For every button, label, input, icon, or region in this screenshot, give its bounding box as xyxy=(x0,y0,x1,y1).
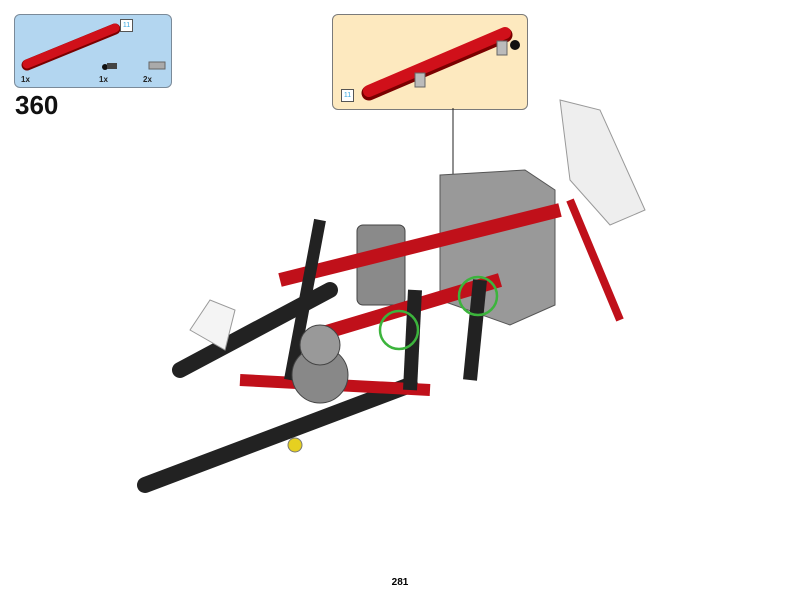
step-number: 360 xyxy=(15,90,59,120)
length-badge: 11 xyxy=(120,19,133,32)
part-qty: 2x xyxy=(143,75,152,84)
highlight-circle xyxy=(378,309,420,351)
highlight-circle xyxy=(457,275,499,317)
page-number: 281 xyxy=(391,577,409,588)
subassembly-beam-icon xyxy=(361,27,520,101)
part-qty: 1x xyxy=(99,75,108,84)
parts-list-callout: 11 1x 1x 2x xyxy=(14,14,172,88)
subassembly-callout: 11 xyxy=(332,14,528,110)
length-badge: 11 xyxy=(341,89,354,102)
part-qty: 1x xyxy=(21,75,30,84)
part-red-beam-icon xyxy=(21,23,166,71)
